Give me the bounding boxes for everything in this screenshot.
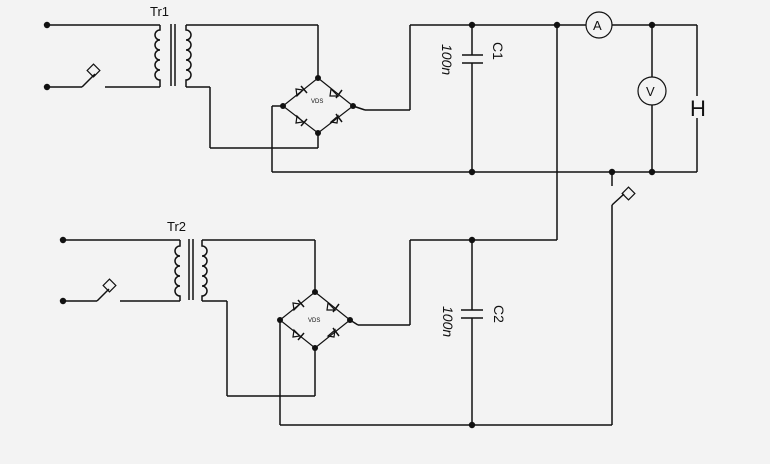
load-label: H xyxy=(690,96,706,121)
diode-icon xyxy=(326,301,340,313)
top-input-switch xyxy=(81,63,160,88)
transformer-tr1: Tr1 xyxy=(150,4,192,87)
c1-value: 100n xyxy=(439,44,455,75)
diode-icon xyxy=(326,327,340,338)
bottom-input-terminal-1 xyxy=(59,236,67,244)
top-input-terminal-2 xyxy=(43,83,51,91)
tr1-label: Tr1 xyxy=(150,4,169,19)
bridge-top-label: VDS xyxy=(311,99,323,105)
capacitor-c1: C1 100n xyxy=(439,21,506,176)
top-input-terminal-1 xyxy=(43,21,51,29)
voltmeter-label: V xyxy=(646,84,655,99)
capacitor-c2: C2 100n xyxy=(440,236,507,429)
c1-label: C1 xyxy=(490,42,506,60)
top-input xyxy=(43,21,160,91)
voltmeter: V xyxy=(637,76,667,106)
bridge-rectifier-top: VDS xyxy=(280,75,356,136)
tr2-label: Tr2 xyxy=(167,219,186,234)
load-h: H xyxy=(690,25,706,172)
top-stage: Tr1 VDS xyxy=(43,4,706,176)
bottom-stage: Tr2 VDS xyxy=(59,219,612,429)
diode-icon xyxy=(329,87,343,99)
bridge-bottom-label: VDS xyxy=(308,318,320,324)
diode-icon xyxy=(292,299,305,312)
c2-value: 100n xyxy=(440,306,456,337)
diode-icon xyxy=(295,114,308,127)
ammeter-label: A xyxy=(593,18,602,33)
diode-icon xyxy=(329,113,343,124)
bottom-input-switch xyxy=(96,278,180,302)
ammeter: A xyxy=(585,11,613,39)
output-switch xyxy=(611,186,636,425)
stage-link xyxy=(556,25,636,425)
c2-label: C2 xyxy=(491,305,507,323)
diode-icon xyxy=(295,85,308,98)
bottom-input-terminal-2 xyxy=(59,297,67,305)
bridge-rectifier-bottom: VDS xyxy=(277,289,353,351)
diode-icon xyxy=(292,328,305,341)
bottom-input xyxy=(59,236,180,305)
transformer-tr2: Tr2 xyxy=(167,219,208,301)
